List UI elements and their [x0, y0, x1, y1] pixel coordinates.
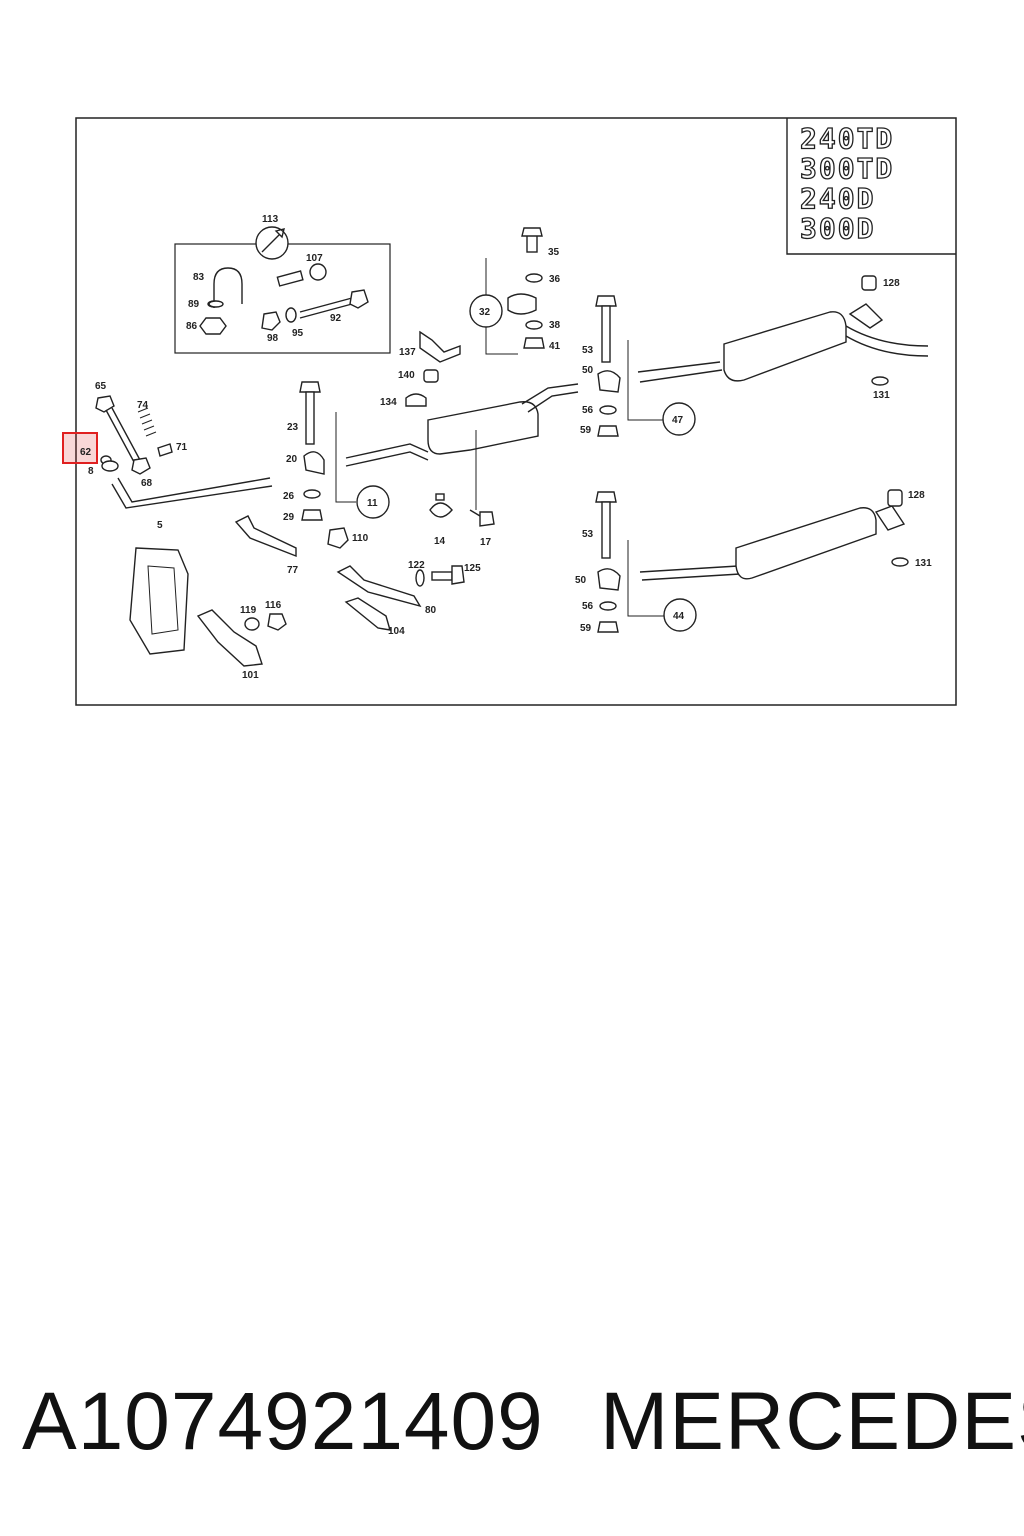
- callout-122: 122: [408, 560, 425, 571]
- model-badge-1: 240TD: [800, 122, 894, 155]
- callout-86: 86: [186, 321, 198, 332]
- bolt-17: [469, 509, 495, 527]
- callout-113: 113: [262, 214, 279, 225]
- callout-14: 14: [434, 536, 446, 547]
- nut-116: [267, 613, 287, 631]
- bracket-137: [419, 330, 461, 363]
- callout-41: 41: [549, 341, 561, 352]
- rear-section-47: [595, 275, 929, 437]
- callout-59-upper: 59: [580, 425, 592, 436]
- callout-bubble-47: [662, 402, 696, 436]
- bracket-101: [196, 609, 263, 667]
- callout-23: 23: [287, 422, 299, 433]
- callout-5: 5: [157, 520, 163, 531]
- exhaust-manifold-fastener-group: [95, 395, 173, 475]
- callout-110: 110: [352, 533, 369, 544]
- mounting-kit-inset: [174, 226, 391, 354]
- callout-71: 71: [176, 442, 188, 453]
- nut-110: [327, 527, 349, 549]
- model-badge-2: 300TD: [800, 152, 894, 185]
- callout-131-upper: 131: [873, 390, 890, 401]
- front-pipe-5: [111, 477, 273, 509]
- callout-80: 80: [425, 605, 437, 616]
- washer-131-a: [871, 376, 889, 386]
- callout-59-lower: 59: [580, 623, 592, 634]
- flange-gasket: [129, 547, 189, 655]
- callout-56-lower: 56: [582, 601, 594, 612]
- mount-134: [405, 393, 427, 407]
- callout-62: 62: [80, 447, 92, 458]
- callout-128-lower: 128: [908, 490, 925, 501]
- callout-65: 65: [95, 381, 107, 392]
- rubber-mount-140: [423, 369, 439, 383]
- callout-83: 83: [193, 272, 205, 283]
- callout-98: 98: [267, 333, 279, 344]
- bolt-125: [431, 565, 465, 585]
- callout-116: 116: [265, 600, 282, 611]
- hanger-assembly-11: [299, 381, 356, 521]
- brand-name: MERCEDES: [600, 1376, 1024, 1467]
- callout-92: 92: [330, 313, 342, 324]
- callout-bubble-44: [663, 598, 697, 632]
- front-muffler-11: [345, 383, 579, 467]
- callout-125: 125: [464, 563, 481, 574]
- callout-131-lower: 131: [915, 558, 932, 569]
- callout-50-lower: 50: [575, 575, 587, 586]
- callout-bubble-11: [356, 485, 390, 519]
- exhaust-parts-diagram: 240TD 300TD 240D 300D: [62, 117, 957, 706]
- callout-53-lower: 53: [582, 529, 594, 540]
- clamp-14: [429, 502, 453, 518]
- callout-32: 32: [479, 307, 491, 318]
- callout-29: 29: [283, 512, 295, 523]
- washer-119: [244, 617, 260, 631]
- bracket-77: [234, 515, 297, 558]
- callout-134: 134: [380, 397, 397, 408]
- callout-101: 101: [242, 670, 259, 681]
- callout-74: 74: [137, 400, 149, 411]
- callout-119: 119: [240, 605, 257, 616]
- callout-107: 107: [306, 253, 323, 264]
- mount-128-b: [887, 489, 903, 507]
- callout-36: 36: [549, 274, 561, 285]
- callout-44: 44: [673, 611, 685, 622]
- model-badge-3: 240D: [800, 182, 875, 215]
- callout-8: 8: [88, 466, 94, 477]
- highlight-box-62: [62, 432, 98, 464]
- callout-53-upper: 53: [582, 345, 594, 356]
- callout-35: 35: [548, 247, 560, 258]
- rear-section-44: [595, 489, 909, 633]
- mount-128-a: [861, 275, 877, 291]
- gasket-104: [344, 597, 391, 631]
- callout-11: 11: [367, 498, 378, 509]
- washer-122: [415, 569, 425, 587]
- callout-95: 95: [292, 328, 304, 339]
- callout-26: 26: [283, 491, 295, 502]
- callout-47: 47: [672, 415, 684, 426]
- callout-50-upper: 50: [582, 365, 594, 376]
- callout-104: 104: [388, 626, 405, 637]
- callout-bubble-32: [469, 294, 503, 328]
- callout-20: 20: [286, 454, 298, 465]
- callout-77: 77: [287, 565, 299, 576]
- callout-137: 137: [399, 347, 416, 358]
- callout-89: 89: [188, 299, 200, 310]
- callout-38: 38: [549, 320, 561, 331]
- part-number: A1074921409: [22, 1376, 544, 1467]
- callout-68: 68: [141, 478, 153, 489]
- clamp-14-bolt: [435, 493, 445, 501]
- clamp-assembly-32: [485, 227, 545, 355]
- callout-17: 17: [480, 537, 492, 548]
- model-badge-4: 300D: [800, 212, 875, 245]
- callout-140: 140: [398, 370, 415, 381]
- callout-128-upper: 128: [883, 278, 900, 289]
- washer-131-b: [891, 557, 909, 567]
- callout-56-upper: 56: [582, 405, 594, 416]
- bracket-80: [336, 565, 422, 608]
- footer: A1074921409 MERCEDES: [0, 1362, 1024, 1482]
- model-badge-box: 240TD 300TD 240D 300D: [786, 118, 956, 255]
